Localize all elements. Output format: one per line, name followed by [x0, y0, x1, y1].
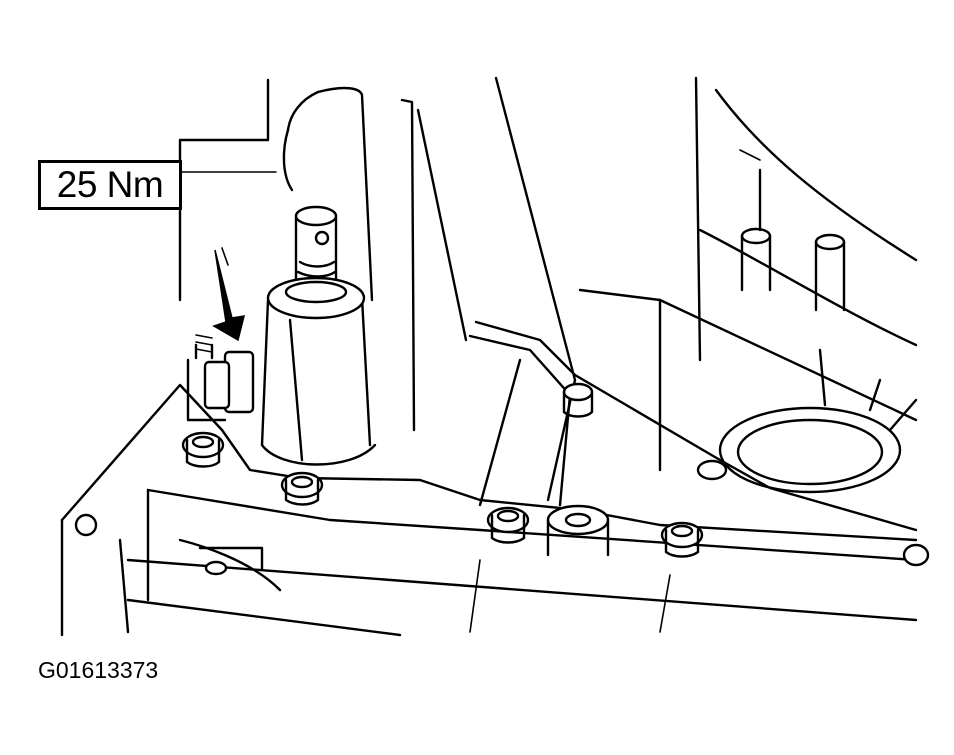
- standoff-boss: [546, 504, 610, 557]
- case-ribs: [468, 288, 918, 532]
- bolt-1: [181, 431, 225, 468]
- switch-assembly: [186, 247, 255, 422]
- shaft-boss: [260, 276, 377, 466]
- torque-value: 25 Nm: [56, 164, 164, 205]
- bolt-4: [660, 521, 704, 558]
- case-lower-flange: [60, 383, 918, 637]
- bolt-5: [902, 543, 930, 567]
- case-upper-housing: [178, 76, 918, 432]
- bolt-2: [280, 471, 324, 506]
- torque-callout: 25 Nm: [38, 160, 182, 210]
- bolt-3: [486, 506, 530, 544]
- shift-shaft: [282, 90, 338, 287]
- figure-id: G01613373: [38, 657, 159, 683]
- housing-posts: [740, 168, 846, 312]
- case-bolts: [181, 431, 930, 567]
- dowel-pin: [562, 382, 594, 418]
- bearing-bore: [696, 348, 918, 494]
